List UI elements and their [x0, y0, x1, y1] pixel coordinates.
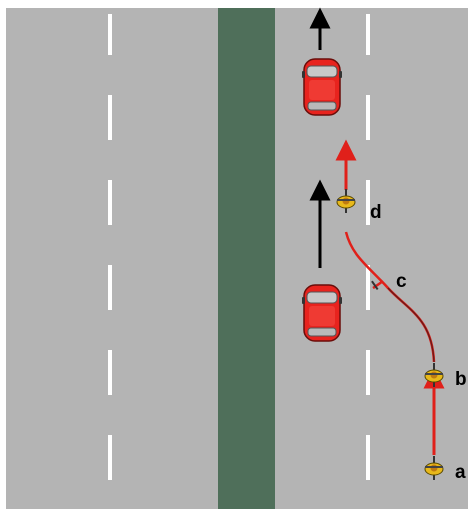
cyclist-icon	[371, 280, 382, 290]
label-a: a	[455, 462, 466, 483]
label-d: d	[370, 202, 382, 223]
label-c: c	[396, 271, 407, 292]
car-icon	[302, 58, 342, 116]
cyclist-path-curve-dark	[387, 287, 435, 363]
median-strip	[218, 8, 275, 509]
label-b: b	[455, 369, 467, 390]
car-icon	[302, 284, 342, 342]
lane-markings	[108, 14, 370, 480]
